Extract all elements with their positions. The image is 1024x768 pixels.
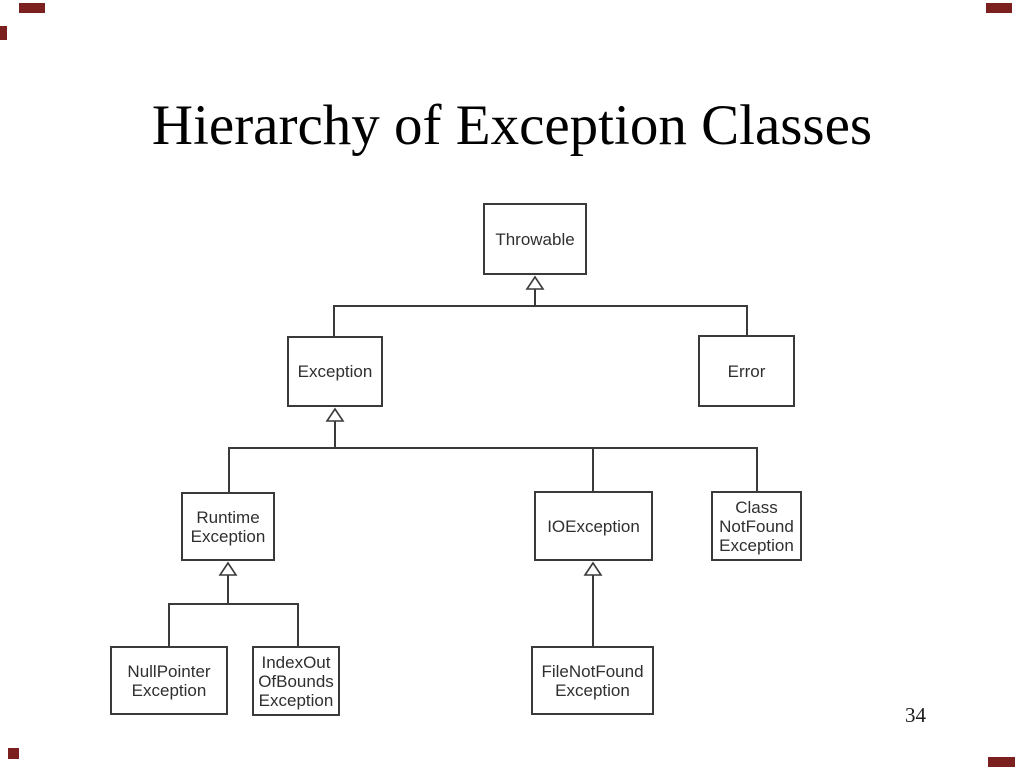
node-file-not-found-exception: FileNotFound Exception xyxy=(531,646,654,715)
corner-ornament-top-left-edge xyxy=(0,26,7,40)
node-label: NotFound xyxy=(719,516,794,536)
node-null-pointer-exception: NullPointer Exception xyxy=(110,646,228,715)
node-exception: Exception xyxy=(287,336,383,407)
inheritance-arrow-to-ioexception xyxy=(583,561,603,576)
node-label: Class xyxy=(735,497,778,517)
node-label: Exception xyxy=(555,680,630,700)
node-label: OfBounds xyxy=(258,671,334,691)
corner-ornament-bottom-right-bar xyxy=(988,757,1015,767)
page-number: 34 xyxy=(905,703,926,727)
node-index-out-of-bounds-exception: IndexOut OfBounds Exception xyxy=(252,646,340,716)
node-label: Error xyxy=(727,361,766,381)
slide-title: Hierarchy of Exception Classes xyxy=(151,94,873,157)
node-label: Exception xyxy=(131,680,207,700)
node-label: NullPointer xyxy=(127,661,211,681)
node-label: FileNotFound xyxy=(541,661,644,681)
corner-ornament-top-right-bar xyxy=(986,3,1012,13)
node-label: Exception xyxy=(297,362,373,381)
node-error: Error xyxy=(698,335,795,407)
corner-ornament-bottom-left-block xyxy=(8,748,19,759)
node-class-not-found-exception: Class NotFound Exception xyxy=(711,491,802,561)
node-label: Throwable xyxy=(495,229,575,249)
node-label: IndexOut xyxy=(261,652,331,672)
corner-ornament-top-left-bar xyxy=(19,3,45,13)
node-throwable: Throwable xyxy=(483,203,587,275)
node-label: Exception xyxy=(258,690,334,710)
node-label: IOException xyxy=(547,516,640,536)
node-io-exception: IOException xyxy=(534,491,653,561)
node-label: Runtime xyxy=(196,507,260,527)
node-runtime-exception: Runtime Exception xyxy=(181,492,275,561)
inheritance-arrow-to-runtime xyxy=(218,561,238,576)
node-label: Exception xyxy=(719,535,794,555)
inheritance-arrow-to-throwable xyxy=(525,275,545,290)
node-label: Exception xyxy=(190,526,266,546)
inheritance-arrow-to-exception xyxy=(325,407,345,422)
